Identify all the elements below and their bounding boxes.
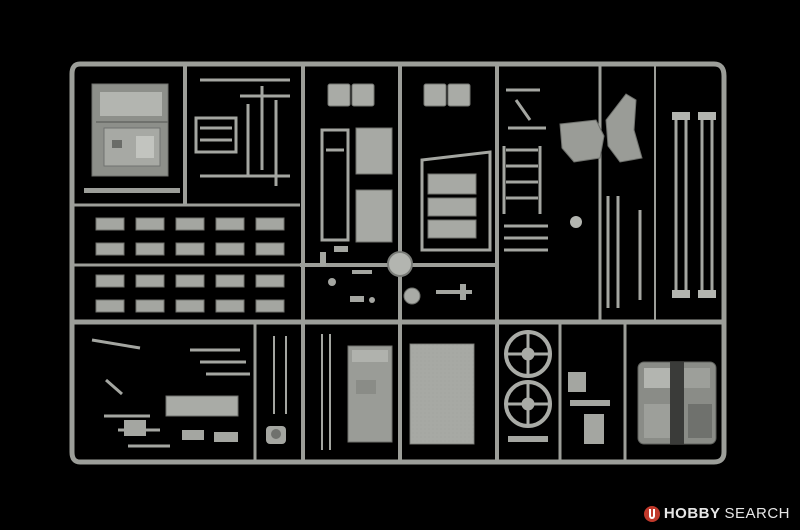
part-long-bar <box>84 188 180 193</box>
watermark-search: SEARCH <box>724 505 790 522</box>
part-sprue-hub <box>387 251 413 277</box>
part-center-rods <box>321 334 331 450</box>
part-right-bits <box>508 372 610 444</box>
part-floor-panel-right <box>409 343 475 445</box>
part-panels <box>355 127 477 243</box>
part-ladder-rails <box>502 88 548 252</box>
part-wheel-top <box>504 330 552 378</box>
hobby-search-logo-icon <box>643 505 660 522</box>
part-door-frame <box>420 150 492 252</box>
part-small-bits-center <box>320 246 472 303</box>
part-fuel-tank <box>637 361 717 445</box>
part-column-rods <box>273 336 287 414</box>
part-grid-small-blocks <box>95 217 285 313</box>
part-rod-ends <box>570 112 716 298</box>
part-wheel-bottom <box>504 380 552 428</box>
part-bracket <box>559 93 643 163</box>
part-round-disc <box>403 287 421 305</box>
part-frame-rails <box>194 78 290 186</box>
watermark-hobby: HOBBY <box>663 505 721 522</box>
part-engine-block <box>165 395 239 417</box>
part-long-rods <box>606 116 714 308</box>
part-bottom-left-bits <box>124 420 286 444</box>
part-seats <box>327 83 471 107</box>
part-windscreen-frame <box>320 128 350 242</box>
part-floor-panel-left <box>347 345 393 443</box>
hobby-search-watermark: HOBBY SEARCH <box>643 505 790 522</box>
part-hull-section <box>91 83 169 177</box>
sprue-frame <box>69 61 727 465</box>
